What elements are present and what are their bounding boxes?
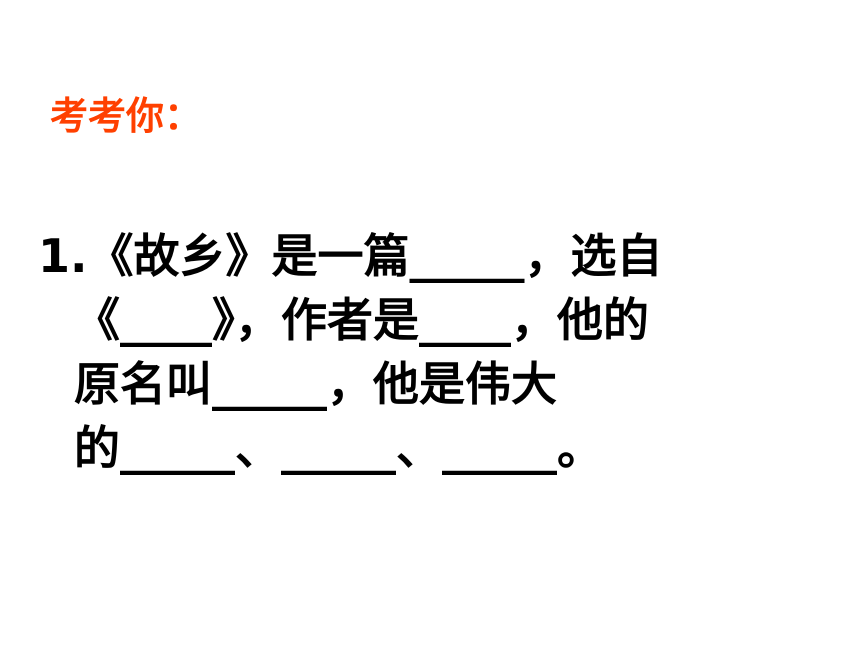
- question-line-3: 原名叫_____，他是伟大: [74, 357, 557, 411]
- question-block: 1.《故乡》是一篇_____，选自 《____》，作者是____，他的 原名叫_…: [38, 224, 838, 480]
- slide-heading: 考考你：: [50, 94, 203, 138]
- question-line-1: 1.《故乡》是一篇_____，选自: [38, 229, 663, 283]
- question-line-4: 的_____、_____、_____。: [74, 421, 603, 475]
- question-line-2: 《____》，作者是____，他的: [74, 293, 649, 347]
